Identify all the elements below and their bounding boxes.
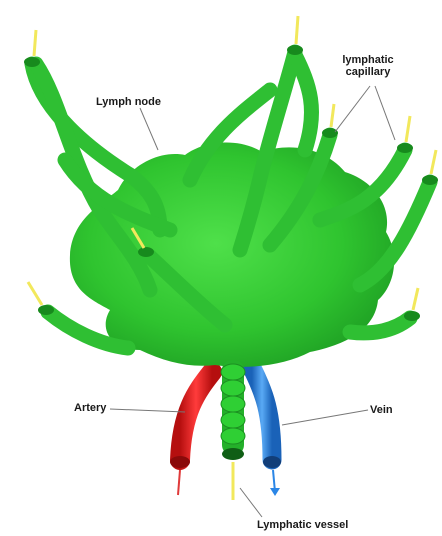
vein-label: Vein [370, 404, 393, 416]
lymphatic-vessel-label: Lymphatic vessel [257, 519, 348, 531]
artery-vessel [170, 372, 212, 495]
lymph-node-label: Lymph node [96, 96, 161, 108]
lymphatic-capillary-label-line2: capillary [338, 66, 398, 78]
artery-label: Artery [74, 402, 106, 414]
lymphatic-capillary-label-line1: lymphatic [338, 54, 398, 66]
lymphatic-capillary-label: lymphatic capillary [338, 54, 398, 78]
lymphatic-vessel [221, 360, 245, 500]
vein-vessel [252, 368, 281, 496]
